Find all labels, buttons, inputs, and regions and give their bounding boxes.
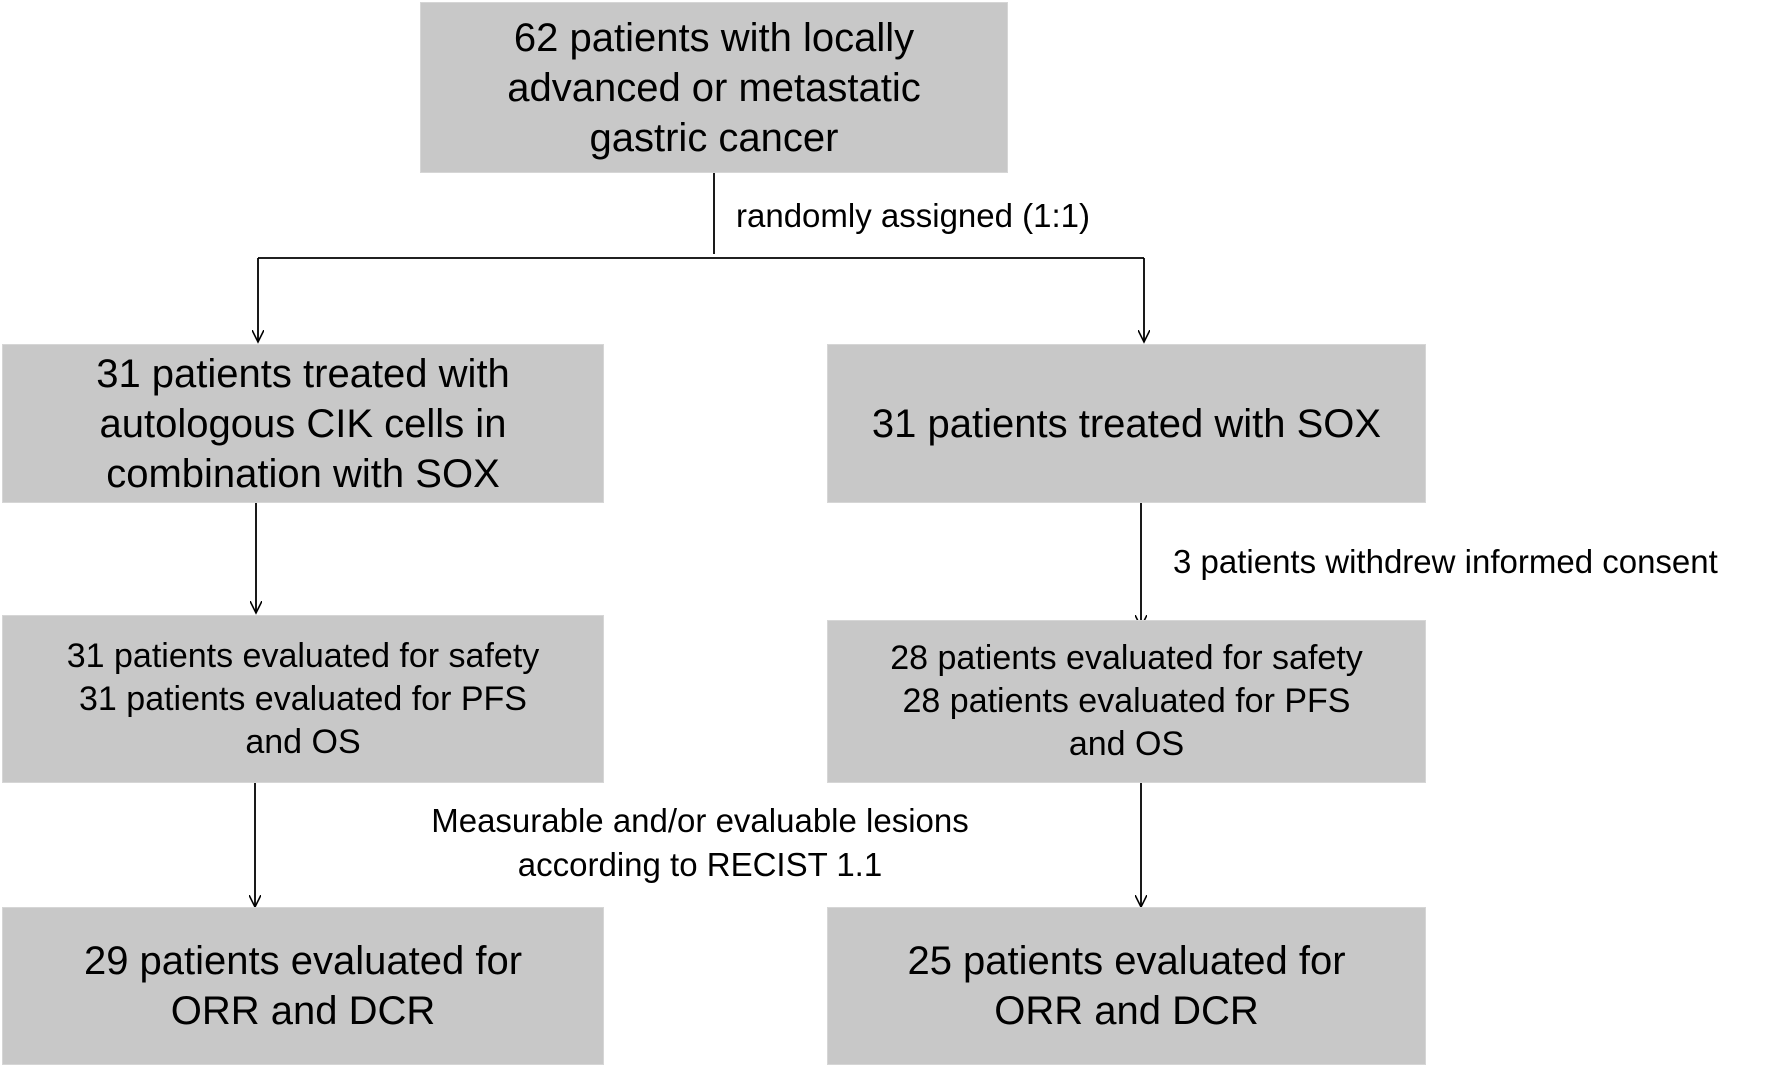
enrolled-box: 62 patients with locally advanced or met… <box>420 2 1008 173</box>
cik-sox-group-line: 31 patients treated with <box>96 351 510 396</box>
enrolled-line: 62 patients with locally <box>513 15 915 60</box>
cik-sox-response-line: 29 patients evaluated for <box>83 939 523 983</box>
sox-response-line: 25 patients evaluated for <box>907 939 1346 983</box>
randomization-label: randomly assigned (1:1) <box>736 197 1091 234</box>
enrolled-line: gastric cancer <box>589 115 839 160</box>
sox-response-line: ORR and DCR <box>994 989 1259 1033</box>
cik-sox-group-line: autologous CIK cells in <box>99 401 507 446</box>
cik-sox-response-line: ORR and DCR <box>170 989 436 1033</box>
sox-safety-line: and OS <box>1068 725 1185 763</box>
cik-sox-group-box: 31 patients treated with autologous CIK … <box>2 344 604 503</box>
sox-safety-line: 28 patients evaluated for PFS <box>902 682 1351 720</box>
sox-group-box: 31 patients treated with SOX <box>827 344 1426 503</box>
sox-group-line: 31 patients treated with SOX <box>871 401 1382 446</box>
cik-sox-safety-box: 31 patients evaluated for safety 31 pati… <box>2 615 604 783</box>
cik-sox-safety-line: and OS <box>245 722 361 761</box>
sox-safety-box: 28 patients evaluated for safety 28 pati… <box>827 620 1426 783</box>
cik-sox-safety-line: 31 patients evaluated for PFS <box>79 679 527 718</box>
cik-sox-group-line: combination with SOX <box>106 451 500 496</box>
withdrawal-label: 3 patients withdrew informed consent <box>1173 543 1718 580</box>
sox-safety-line: 28 patients evaluated for safety <box>890 639 1363 677</box>
lesions-label: Measurable and/or evaluable lesions acco… <box>380 799 1020 887</box>
cik-sox-safety-line: 31 patients evaluated for safety <box>66 636 540 675</box>
cik-sox-response-box: 29 patients evaluated for ORR and DCR <box>2 907 604 1065</box>
lesions-label-line: Measurable and/or evaluable lesions <box>431 802 969 839</box>
sox-response-box: 25 patients evaluated for ORR and DCR <box>827 907 1426 1065</box>
enrolled-line: advanced or metastatic <box>507 65 921 110</box>
lesions-label-line: according to RECIST 1.1 <box>517 846 883 883</box>
